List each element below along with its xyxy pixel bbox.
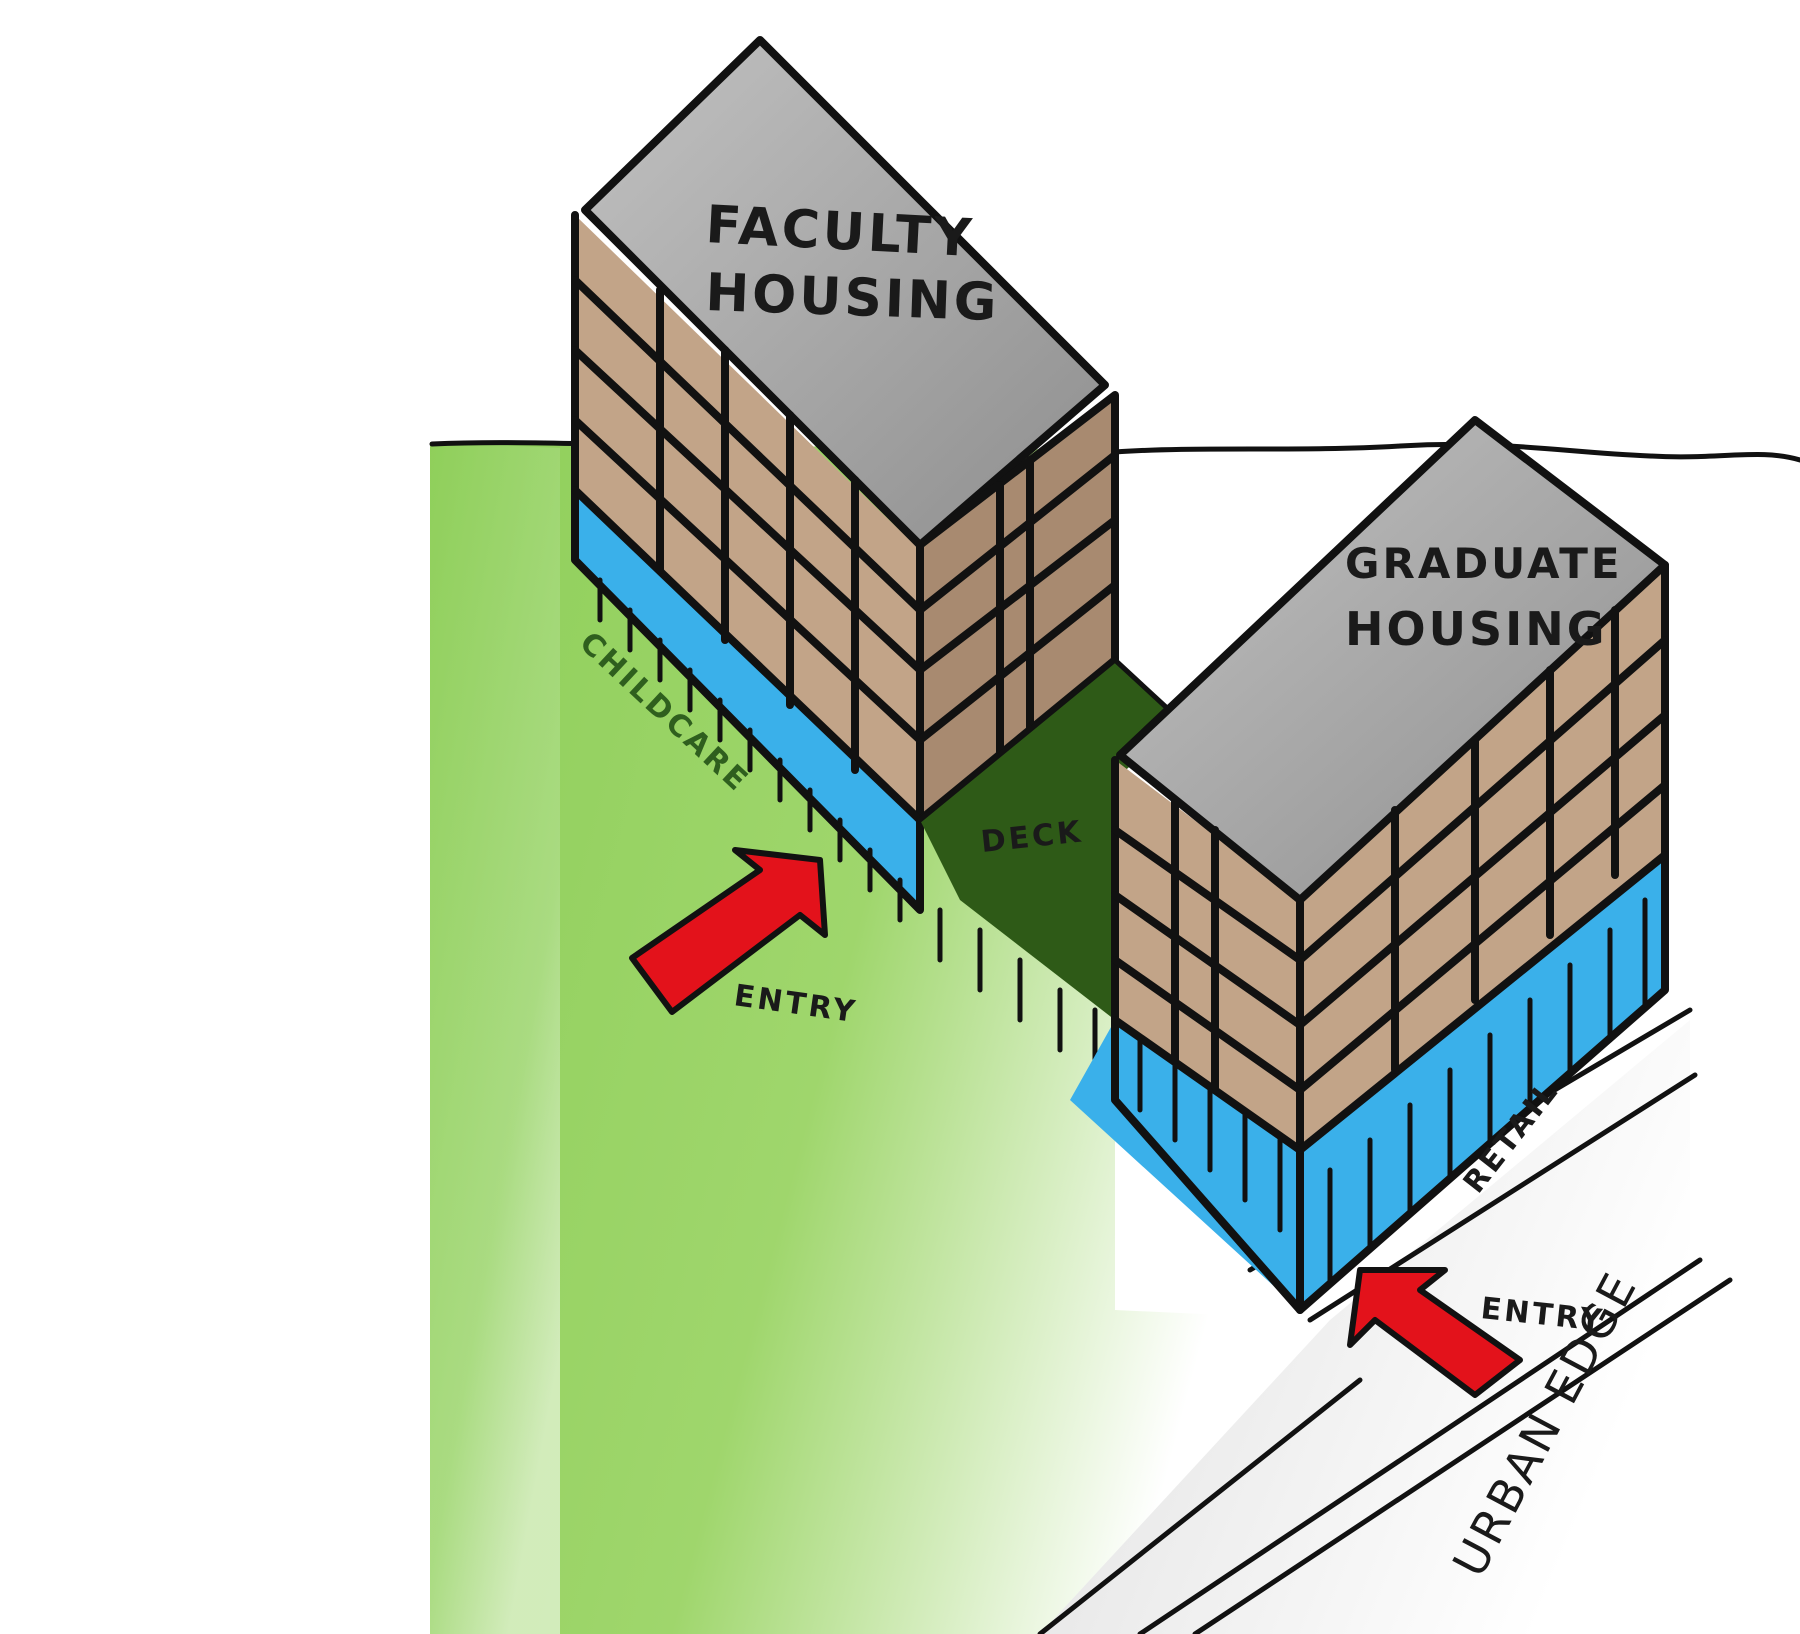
faculty-housing-label-2: HOUSING bbox=[705, 263, 1001, 333]
entry-arrow-right bbox=[1347, 1267, 1523, 1398]
graduate-housing-label-1: GRADUATE bbox=[1345, 539, 1623, 588]
faculty-housing-label-1: FACULTY bbox=[704, 195, 976, 269]
entry-arrow-left bbox=[629, 847, 828, 1015]
graduate-housing-label-2: HOUSING bbox=[1345, 602, 1607, 656]
graduate-housing-building bbox=[1070, 416, 1669, 1314]
faculty-housing-building bbox=[571, 36, 1119, 923]
